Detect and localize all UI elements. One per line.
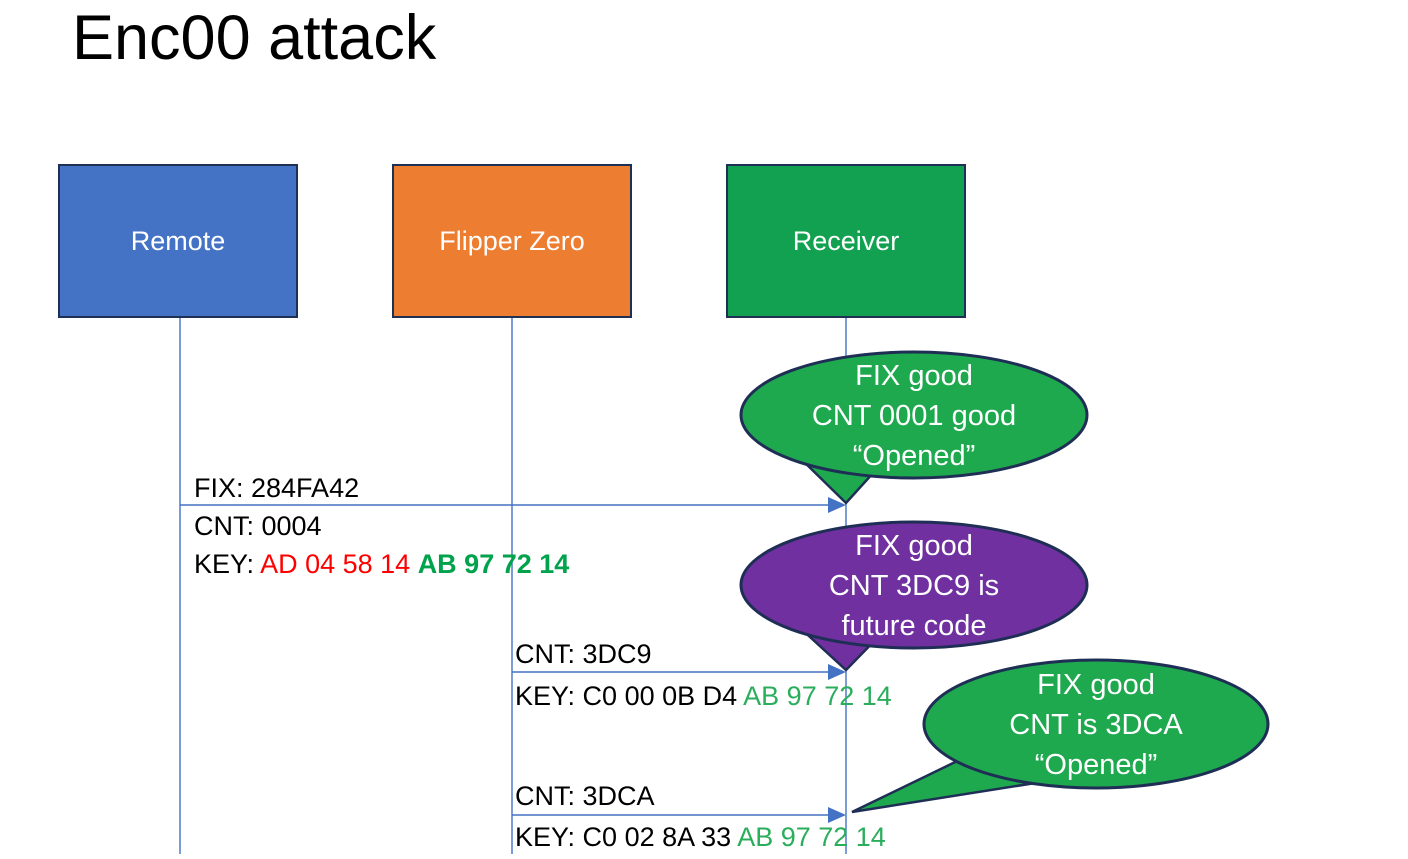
callout-bubble-1 bbox=[739, 350, 1089, 505]
msg1-fix-label: FIX: 284FA42 bbox=[194, 472, 359, 504]
callout-bubble-2 bbox=[739, 520, 1089, 672]
actor-label-receiver: Receiver bbox=[792, 225, 900, 256]
actor-box-remote: Remote bbox=[58, 164, 298, 318]
callout2-line2: CNT 3DC9 is bbox=[828, 570, 1000, 602]
msg1-fix-text: FIX: 284FA42 bbox=[194, 473, 360, 503]
callout-ellipse-1 bbox=[739, 350, 1089, 480]
msg2-key-green-bytes: AB 97 72 14 bbox=[743, 681, 892, 711]
callout2-line1: FIX good bbox=[855, 530, 973, 562]
msg1-key-prefix: KEY: bbox=[194, 549, 261, 579]
msg3-cnt-text: CNT: 3DCA bbox=[515, 781, 655, 811]
message-arrowhead-1 bbox=[828, 497, 846, 513]
msg3-key-black-bytes: C0 02 8A 33 bbox=[582, 822, 738, 852]
msg2-key-prefix: KEY: bbox=[515, 681, 583, 711]
actor-box-flipper-zero: Flipper Zero bbox=[392, 164, 632, 318]
msg1-key-label: KEY: AD 04 58 14 AB 97 72 14 bbox=[194, 548, 569, 580]
callout2-text: FIX good CNT 3DC9 is future code bbox=[754, 526, 1074, 646]
msg3-key-prefix: KEY: bbox=[515, 822, 583, 852]
actor-box-receiver: Receiver bbox=[726, 164, 966, 318]
msg2-cnt-text: CNT: 3DC9 bbox=[515, 639, 652, 669]
callout-bubble-3 bbox=[851, 658, 1270, 814]
msg2-cnt-label: CNT: 3DC9 bbox=[515, 638, 652, 670]
msg2-key-black-bytes: C0 00 0B D4 bbox=[582, 681, 744, 711]
callout-ellipse-2 bbox=[739, 520, 1089, 650]
callout3-line1: FIX good bbox=[1037, 669, 1155, 701]
msg1-cnt-text: CNT: 0004 bbox=[194, 511, 322, 541]
actor-label-flipper-zero: Flipper Zero bbox=[439, 225, 585, 256]
msg1-key-red-bytes: AD 04 58 14 bbox=[260, 549, 418, 579]
callout2-line3: future code bbox=[841, 610, 987, 642]
msg3-key-label: KEY: C0 02 8A 33 AB 97 72 14 bbox=[515, 821, 886, 853]
callout3-line3: “Opened” bbox=[1034, 749, 1158, 781]
callout-ellipse-3 bbox=[922, 658, 1270, 790]
callout1-text: FIX good CNT 0001 good “Opened” bbox=[754, 356, 1074, 476]
page-title: Enc00 attack bbox=[72, 3, 437, 73]
callout1-line2: CNT 0001 good bbox=[811, 400, 1017, 432]
msg1-key-green-bytes: AB 97 72 14 bbox=[417, 549, 570, 579]
callout1-line1: FIX good bbox=[855, 360, 973, 392]
msg3-cnt-label: CNT: 3DCA bbox=[515, 780, 655, 812]
message-arrowhead-2 bbox=[828, 664, 846, 680]
msg2-key-label: KEY: C0 00 0B D4 AB 97 72 14 bbox=[515, 680, 892, 712]
callout3-line2: CNT is 3DCA bbox=[1009, 709, 1183, 741]
msg1-cnt-label: CNT: 0004 bbox=[194, 510, 322, 542]
callout3-text: FIX good CNT is 3DCA “Opened” bbox=[936, 665, 1256, 785]
message-arrowhead-3 bbox=[828, 807, 846, 823]
msg3-key-green-bytes: AB 97 72 14 bbox=[737, 822, 886, 852]
callout1-line3: “Opened” bbox=[852, 440, 976, 472]
actor-label-remote: Remote bbox=[130, 225, 226, 256]
